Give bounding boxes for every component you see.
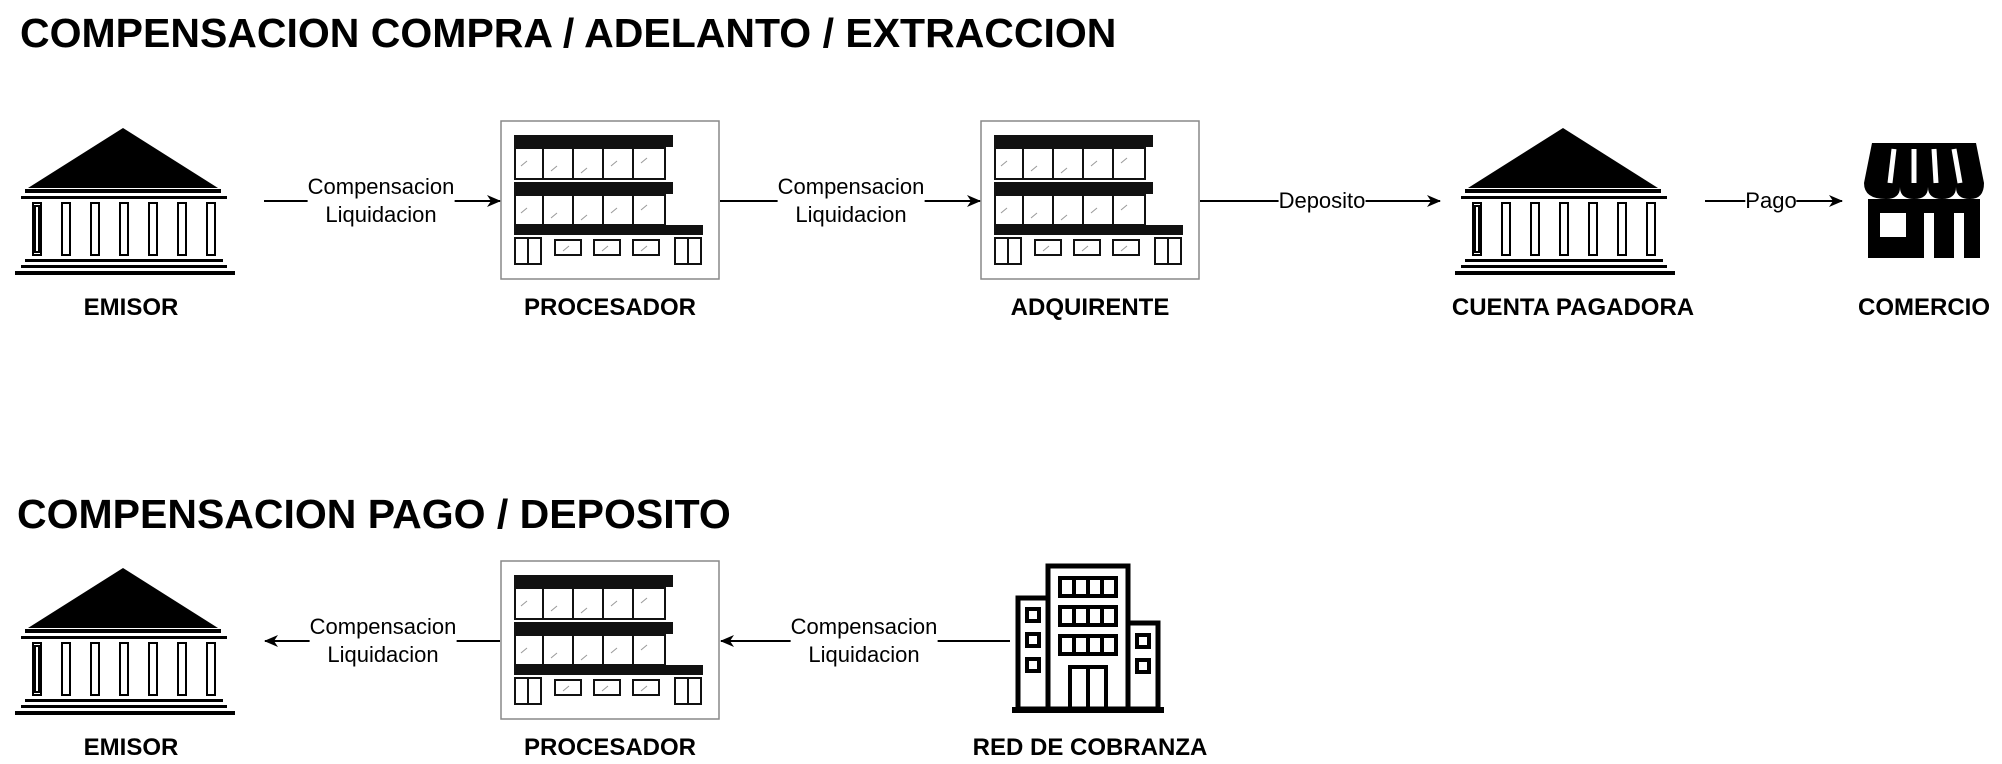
edge-label: Compensacion Liquidacion xyxy=(777,173,925,229)
edge-label-line: Liquidacion xyxy=(327,642,439,667)
storefront-icon xyxy=(1864,143,1984,258)
edge-label-line: Liquidacion xyxy=(325,202,437,227)
node-label-cuenta-pagadora: CUENTA PAGADORA xyxy=(1451,294,1695,321)
bank-icon xyxy=(14,567,236,716)
edge-label-line: Compensacion xyxy=(790,614,938,639)
edge-label-line: Compensacion xyxy=(307,174,455,199)
bank-icon xyxy=(1454,127,1676,276)
node-label-emisor: EMISOR xyxy=(83,734,179,761)
section-title: COMPENSACION COMPRA / ADELANTO / EXTRACC… xyxy=(20,10,1117,56)
node-label-comercio: COMERCIO xyxy=(1858,294,1990,321)
tower-building-icon xyxy=(1012,566,1164,713)
edge-label: Compensacion Liquidacion xyxy=(790,613,938,669)
office-building-icon xyxy=(500,560,720,720)
edge-label: Compensacion Liquidacion xyxy=(307,173,455,229)
office-building-icon xyxy=(980,120,1200,280)
edge-label-line: Compensacion xyxy=(309,614,457,639)
node-label-adquirente: ADQUIRENTE xyxy=(1010,294,1170,321)
section-title: COMPENSACION PAGO / DEPOSITO xyxy=(17,491,731,537)
node-label-emisor: EMISOR xyxy=(83,294,179,321)
edge-label-line: Compensacion xyxy=(777,174,925,199)
edge-label: Deposito xyxy=(1278,187,1366,215)
edge-label: Compensacion Liquidacion xyxy=(309,613,457,669)
office-building-icon xyxy=(500,120,720,280)
bank-icon xyxy=(14,127,236,276)
node-label-procesador: PROCESADOR xyxy=(523,734,697,761)
edge-label: Pago xyxy=(1745,187,1797,215)
node-label-procesador: PROCESADOR xyxy=(523,294,697,321)
edge-label-line: Liquidacion xyxy=(795,202,907,227)
edge-label-line: Liquidacion xyxy=(808,642,920,667)
node-label-red-de-cobranza: RED DE COBRANZA xyxy=(972,734,1208,761)
